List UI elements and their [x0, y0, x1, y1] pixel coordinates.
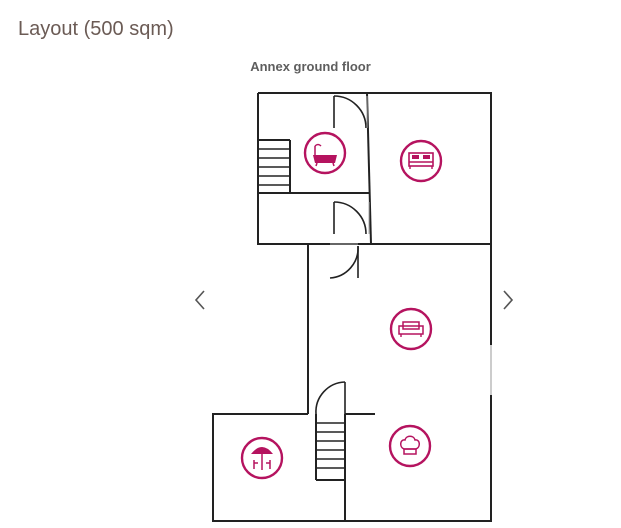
bathtub-icon[interactable]	[303, 131, 347, 175]
sofa-icon[interactable]	[389, 307, 433, 351]
next-floor-button[interactable]	[496, 286, 520, 314]
doors	[315, 95, 367, 415]
floor-title: Annex ground floor	[250, 59, 371, 74]
chef-hat-icon[interactable]	[388, 424, 432, 468]
chevron-right-icon	[503, 290, 514, 310]
prev-floor-button[interactable]	[189, 286, 213, 314]
bed-icon[interactable]	[399, 139, 443, 183]
patio-umbrella-icon[interactable]	[240, 436, 284, 480]
door-jambs	[330, 96, 370, 245]
staircase-lower	[316, 422, 345, 469]
chevron-left-icon	[194, 290, 205, 310]
staircase-upper	[258, 148, 290, 186]
page-title: Layout (500 sqm)	[18, 18, 174, 40]
